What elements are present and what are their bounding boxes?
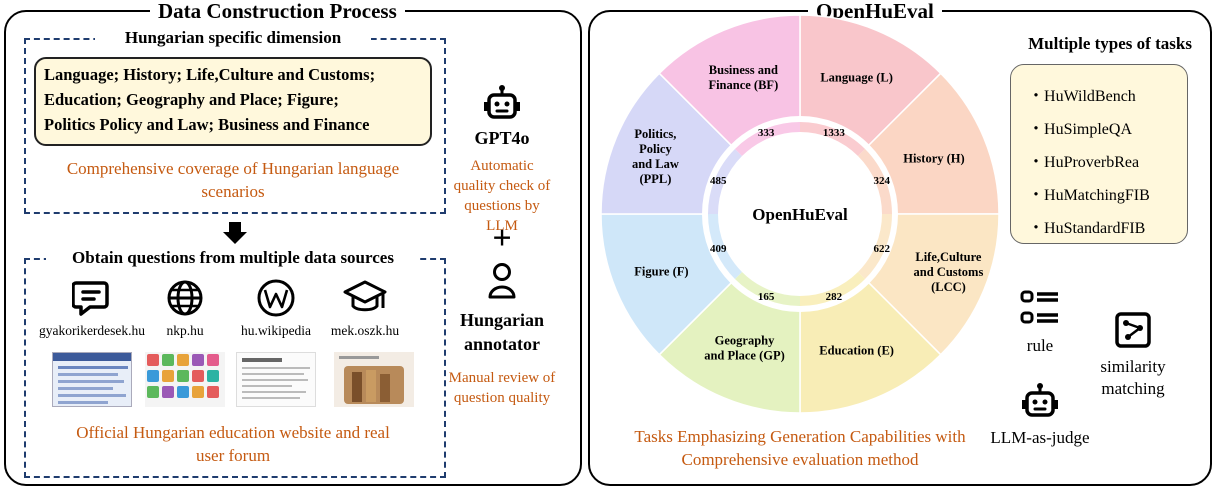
segment-count: 282 — [826, 291, 843, 303]
task-item: ・HuMatchingFIB — [1028, 187, 1150, 204]
segment-label: Education (E) — [819, 344, 894, 358]
gpt-label: GPT4o — [474, 128, 530, 148]
graduation-cap-icon — [343, 280, 387, 312]
down-arrow-icon — [223, 222, 247, 244]
dimension-line-3: Politics Policy and Law; Business and Fi… — [44, 115, 370, 134]
task-item: ・HuProverbRea — [1028, 154, 1140, 171]
domain-wheel: OpenHuEval 1333 Language (L) 324 History (H)… — [600, 14, 1000, 414]
source-label-wikipedia: hu.wikipedia — [240, 323, 312, 338]
wheel-count-band — [732, 119, 800, 157]
chat-icon — [72, 281, 109, 316]
wheel-count-band — [857, 146, 895, 214]
task-item: ・HuSimpleQA — [1028, 121, 1133, 138]
source-label-mek: mek.oszk.hu — [330, 323, 400, 338]
segment-count: 165 — [758, 291, 775, 303]
segment-count: 485 — [710, 175, 727, 187]
dimension-list: Language; History; Life,Culture and Cust… — [34, 57, 432, 146]
dimension-note: Comprehensive coverage of Hungarian lang… — [66, 159, 400, 201]
segment-count: 324 — [874, 175, 891, 187]
wheel-center — [722, 136, 878, 292]
source-label-nkp: nkp.hu — [166, 323, 204, 338]
website-thumbnail-nkp — [145, 352, 225, 407]
segment-count: 333 — [758, 127, 775, 139]
sources-note: Official Hungarian education website and… — [76, 423, 390, 465]
plus-sign: + — [492, 220, 512, 257]
dimension-line-2: Education; Geography and Place; Figure; — [44, 90, 339, 109]
segment-label: Figure (F) — [634, 264, 688, 278]
panel-title-right: OpenHuEval — [808, 0, 942, 22]
source-label-gyakorikerdesek: gyakorikerdesek.hu — [38, 323, 146, 338]
segment-count: 622 — [874, 243, 891, 255]
website-thumbnail-forum — [52, 352, 132, 407]
wheel-count-band — [705, 146, 743, 214]
dimension-line-1: Language; History; Life,Culture and Cust… — [44, 65, 376, 84]
segment-label: Language (L) — [820, 70, 893, 84]
website-thumbnail-wikipedia — [236, 352, 316, 407]
list-icon — [1020, 290, 1058, 324]
task-label: HuSimpleQA — [1044, 121, 1133, 138]
wheel-count-band — [705, 214, 743, 282]
graph-icon — [1115, 312, 1151, 348]
website-thumbnail-mek — [334, 352, 414, 407]
globe-icon — [167, 280, 203, 316]
wikipedia-icon — [257, 279, 295, 317]
evaluation-caption: Tasks Emphasizing Generation Capabilitie… — [634, 427, 966, 469]
annotator-label: Hungarian annotator — [459, 310, 545, 354]
wheel-count-band — [857, 214, 895, 282]
robot-icon — [484, 85, 520, 119]
wheel-count-band — [800, 119, 868, 157]
tasks-heading: Multiple types of tasks — [1028, 34, 1192, 53]
segment-count: 1333 — [823, 127, 846, 139]
method-similarity: similarity matching — [1100, 357, 1166, 398]
user-icon — [488, 263, 516, 299]
wheel-ring — [702, 116, 898, 312]
task-item: ・HuWildBench — [1028, 88, 1136, 105]
method-llm-judge: LLM-as-judge — [990, 428, 1090, 447]
method-rule: rule — [1026, 336, 1054, 355]
gpt-note: Automatic quality check of questions by … — [453, 158, 551, 234]
wheel-center-label: OpenHuEval — [752, 205, 848, 224]
task-label: HuStandardFIB — [1044, 220, 1146, 237]
wheel-count-band — [800, 271, 868, 309]
panel-title-left: Data Construction Process — [150, 0, 405, 22]
segment-count: 409 — [710, 243, 727, 255]
segment-label: History (H) — [903, 152, 964, 166]
tasks-list — [1010, 64, 1188, 244]
task-label: HuProverbRea — [1044, 154, 1140, 171]
robot-icon — [1022, 383, 1058, 417]
annotator-note: Manual review of question quality — [448, 370, 556, 406]
sources-heading: Obtain questions from multiple data sour… — [46, 248, 420, 268]
task-item: ・HuStandardFIB — [1028, 220, 1146, 237]
task-label: HuWildBench — [1044, 88, 1136, 105]
task-label: HuMatchingFIB — [1044, 187, 1150, 204]
dimension-heading: Hungarian specific dimension — [95, 28, 371, 48]
wheel-count-band — [732, 271, 800, 309]
